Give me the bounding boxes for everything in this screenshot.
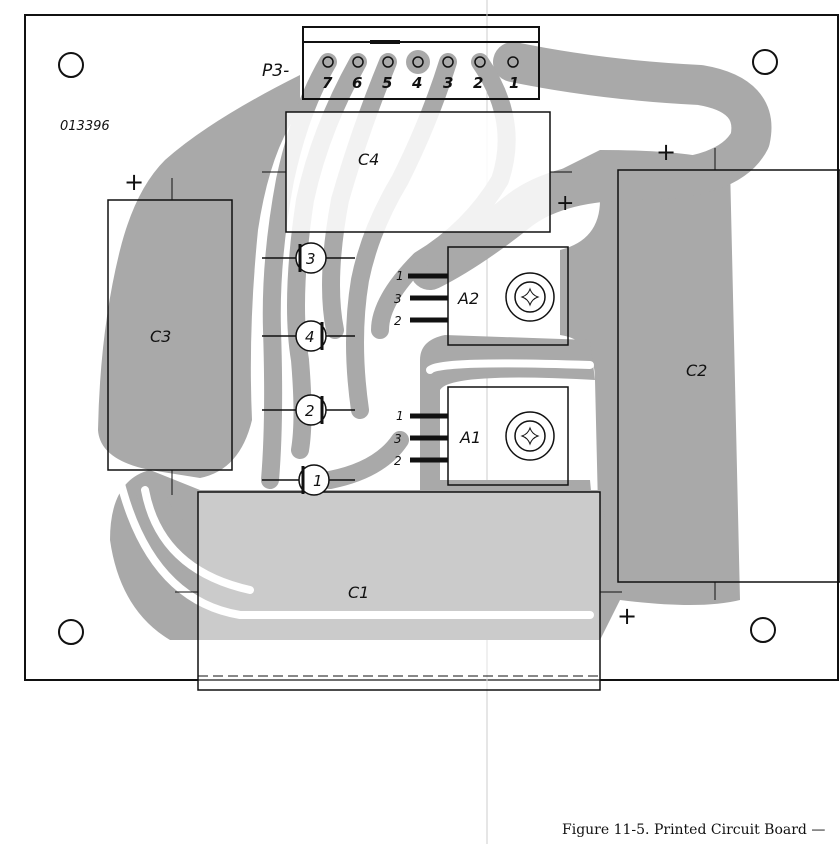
plus-icon: + [656,138,676,166]
diode-label: 1 [313,472,323,490]
plus-icon: + [617,602,637,630]
a2-label: A2 [457,289,479,308]
pin-label: 1 [509,74,519,92]
connector-p3: P3- 7 6 5 4 3 2 1 [262,26,540,100]
pin-label: 2 [473,74,483,92]
capacitor-c4: C4 + [262,111,574,233]
pin-label: 4 [411,74,422,92]
screw-icon [520,426,540,446]
part-number: 013396 [60,119,110,134]
pin-label: 2 [394,314,402,328]
pin-label: 1 [396,269,404,283]
mounting-hole-icon [58,52,84,78]
pin-label: 1 [396,409,404,423]
regulator-a1: A1 1 3 2 [394,386,569,486]
pin-label: 3 [443,74,453,92]
c4-label: C4 [358,150,379,169]
diode-label: 3 [306,250,316,268]
mounting-hole-icon [58,619,84,645]
pin-label: 7 [322,74,333,92]
a1-label: A1 [459,428,481,447]
plus-icon: + [124,168,144,196]
pin-label: 3 [394,432,402,446]
pin-label: 6 [352,74,362,92]
c1-label: C1 [348,583,369,602]
mounting-hole-icon [750,617,776,643]
mounting-holes [58,49,778,645]
c2-label: C2 [686,361,707,380]
c3-label: C3 [150,327,171,346]
screw-icon [520,287,540,307]
connector-label: P3- [262,61,289,81]
capacitor-c3: C3 + [107,168,233,495]
pin-label: 5 [382,74,392,92]
diode-label: 2 [305,402,315,420]
capacitor-c1: C1 [175,491,622,691]
mounting-hole-icon [752,49,778,75]
diode-label: 4 [305,328,315,346]
figure-caption: Figure 11-5. Printed Circuit Board — [562,822,826,838]
diodes [262,242,355,496]
plus-icon: + [556,191,574,216]
capacitor-c2: C2 + + [617,138,840,630]
pin-label: 3 [394,292,402,306]
pin-label: 2 [394,454,402,468]
regulator-a2: A2 1 3 2 [394,246,569,346]
